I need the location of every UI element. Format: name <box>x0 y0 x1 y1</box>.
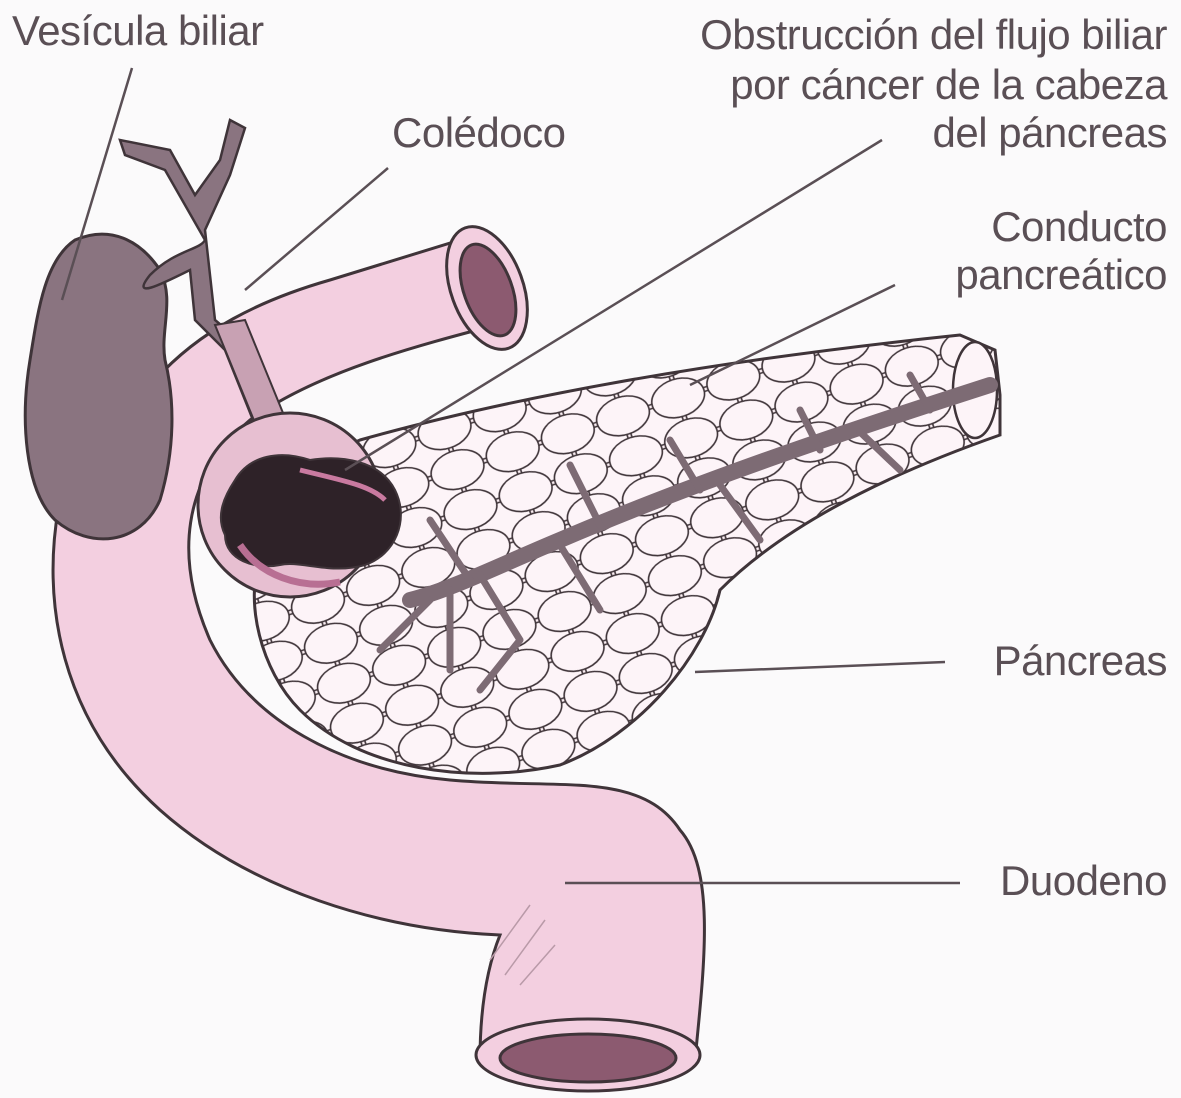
label-common-bile-duct: Colédoco <box>392 108 565 158</box>
label-obstruction-line-3: del páncreas <box>933 108 1168 158</box>
label-obstruction-line-1: Obstrucción del flujo biliar <box>700 10 1167 60</box>
label-pancreas: Páncreas <box>994 636 1167 686</box>
label-pancreatic-duct-line-2: pancreático <box>955 250 1167 300</box>
leader-pancreas <box>695 662 945 672</box>
label-obstruction-line-2: por cáncer de la cabeza <box>730 60 1167 110</box>
label-pancreatic-duct-line-1: Conducto <box>991 202 1167 252</box>
duodenum-lower-lumen <box>500 1034 676 1082</box>
label-gallbladder: Vesícula biliar <box>12 6 264 56</box>
label-duodenum: Duodeno <box>1000 856 1167 906</box>
